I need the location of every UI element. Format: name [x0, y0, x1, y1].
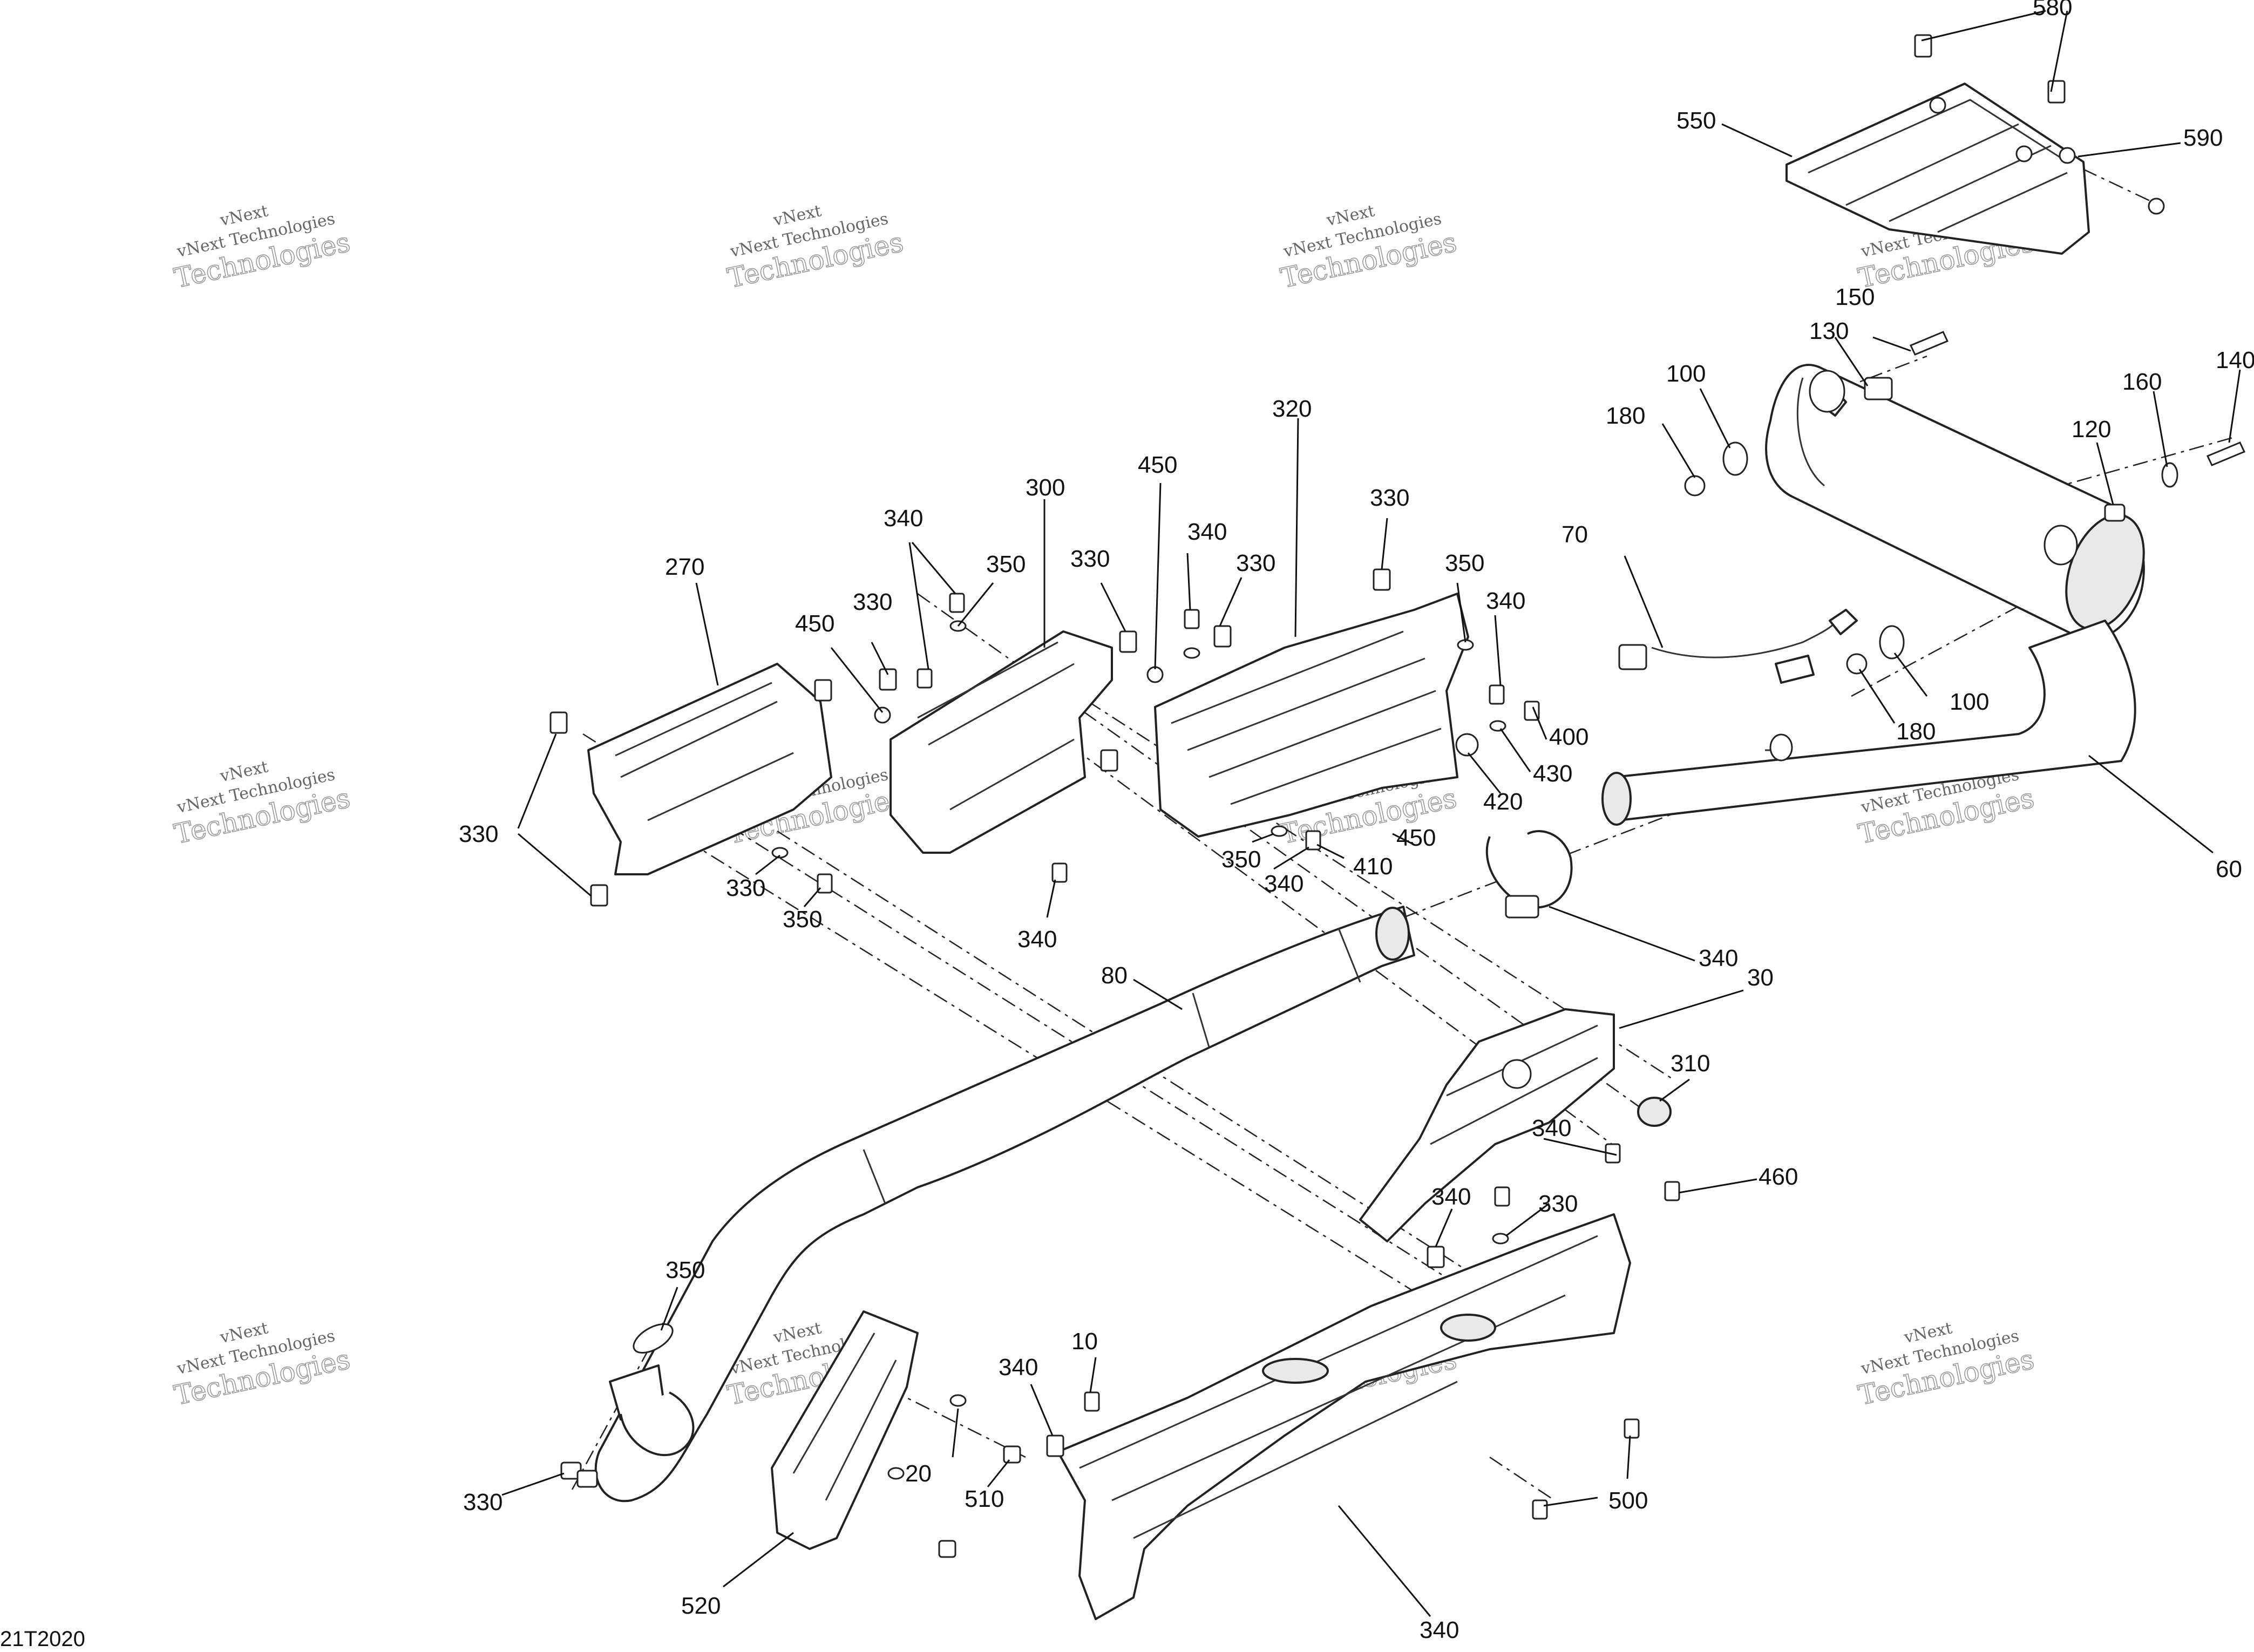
callout-330: 330 — [853, 589, 892, 615]
part-80-exhaust-clamp — [1485, 830, 1573, 919]
fastener-hardware — [771, 593, 1680, 1520]
part-310-heat-shield — [1359, 1008, 1615, 1242]
callout-140: 140 — [2216, 347, 2254, 373]
callout-430: 430 — [1533, 760, 1572, 787]
part-20-nuts — [560, 1461, 598, 1488]
part-60-muffler-assembly — [1601, 364, 2145, 826]
callout-340: 340 — [1532, 1115, 1571, 1141]
part-590-bolts — [2059, 147, 2165, 215]
callout-100: 100 — [1666, 361, 1706, 387]
callout-250: 340 — [1420, 1617, 1459, 1643]
callout-30: 80 — [1101, 962, 1128, 989]
part-460-grommet — [1637, 1097, 1672, 1127]
callout-340: 340 — [1486, 588, 1525, 614]
callout-340: 10 — [1071, 1328, 1098, 1355]
callout-60: 60 — [2216, 856, 2242, 882]
part-500-heat-shield — [771, 1310, 919, 1550]
callout-580: 580 — [2033, 0, 2072, 21]
callout-330: 340 — [999, 1354, 1038, 1381]
callout-20: 330 — [463, 1489, 503, 1515]
watermark: vNext vNext Technologies Technologies — [1855, 1318, 2037, 1411]
callout-400: 400 — [1549, 724, 1588, 750]
callout-340: 340 — [1264, 871, 1303, 897]
callout-340: 500 — [1608, 1487, 1648, 1514]
muffler-hardware — [1684, 331, 2246, 675]
part-300-heat-shield — [879, 630, 1137, 854]
callout-330: 330 — [1370, 485, 1409, 511]
watermark: vNext vNext Technologies Technologies — [171, 201, 353, 294]
callout-510: 20 — [905, 1460, 932, 1487]
callout-300: 300 — [1026, 474, 1065, 501]
callout-330: 330 — [459, 821, 498, 847]
callout-160: 160 — [2122, 369, 2162, 395]
callout-340: 460 — [1759, 1164, 1798, 1190]
watermark: vNext vNext Technologies Technologies — [1278, 201, 1459, 294]
figure-reference-code: 21T2020 — [0, 1627, 85, 1651]
part-510-washers — [887, 1394, 967, 1480]
watermark: vNext vNext Technologies Technologies — [171, 1318, 353, 1411]
callout-500: 520 — [681, 1593, 721, 1619]
part-70-oxygen-sensor — [1618, 609, 1858, 684]
callout-340: 340 — [884, 505, 923, 532]
callout-350: 330 — [726, 875, 765, 901]
callout-70: 70 — [1561, 521, 1588, 548]
callout-350: 330 — [1538, 1191, 1578, 1217]
callout-130: 130 — [1809, 318, 1849, 344]
part-550-skid-plate — [1785, 83, 2090, 255]
callout-340: 340 — [1017, 926, 1057, 953]
part-250-heat-shield — [1057, 1213, 1631, 1620]
callout-460: 310 — [1671, 1050, 1710, 1077]
head-pipe-flange — [609, 1364, 695, 1457]
callout-80: 340 — [1699, 945, 1738, 971]
callout-330: 340 — [1431, 1184, 1471, 1210]
callout-590: 590 — [2183, 125, 2223, 151]
callout-labels: 580 550 590 150 130 100 180 140 160 120 … — [459, 0, 2254, 1643]
callout-450: 450 — [1138, 452, 1177, 478]
callout-550: 550 — [1676, 107, 1716, 134]
part-10-gasket — [633, 1323, 674, 1354]
watermark: vNext vNext Technologies Technologies — [724, 201, 906, 294]
callout-270: 270 — [665, 554, 704, 580]
callout-520: 510 — [965, 1486, 1004, 1512]
callout-180: 180 — [1896, 718, 1936, 745]
callout-100: 100 — [1950, 689, 1989, 715]
leader-lines — [501, 10, 2241, 1617]
part-270-heat-shield — [549, 663, 832, 907]
callout-340: 340 — [1187, 519, 1227, 545]
callout-450: 450 — [1396, 825, 1436, 851]
watermark: vNext vNext Technologies Technologies — [171, 757, 353, 850]
callout-420: 420 — [1483, 788, 1523, 815]
callout-350: 350 — [1221, 846, 1261, 873]
callout-350: 350 — [1445, 550, 1484, 576]
part-320-heat-shield — [1154, 568, 1469, 838]
callout-330: 330 — [1236, 550, 1275, 576]
callout-330: 330 — [1070, 546, 1110, 572]
callout-320: 320 — [1272, 396, 1312, 422]
callout-350: 350 — [986, 551, 1026, 577]
callout-340: 350 — [783, 906, 822, 933]
part-580-clip-nuts — [1914, 34, 2066, 104]
callout-310: 30 — [1747, 964, 1774, 991]
callout-180: 180 — [1606, 403, 1645, 429]
callout-410: 410 — [1353, 853, 1393, 880]
callout-150: 150 — [1835, 284, 1875, 310]
callout-450: 450 — [795, 610, 834, 637]
callout-10: 350 — [666, 1257, 705, 1283]
part-520-bolts — [938, 1445, 1021, 1558]
callout-120: 120 — [2072, 416, 2111, 443]
